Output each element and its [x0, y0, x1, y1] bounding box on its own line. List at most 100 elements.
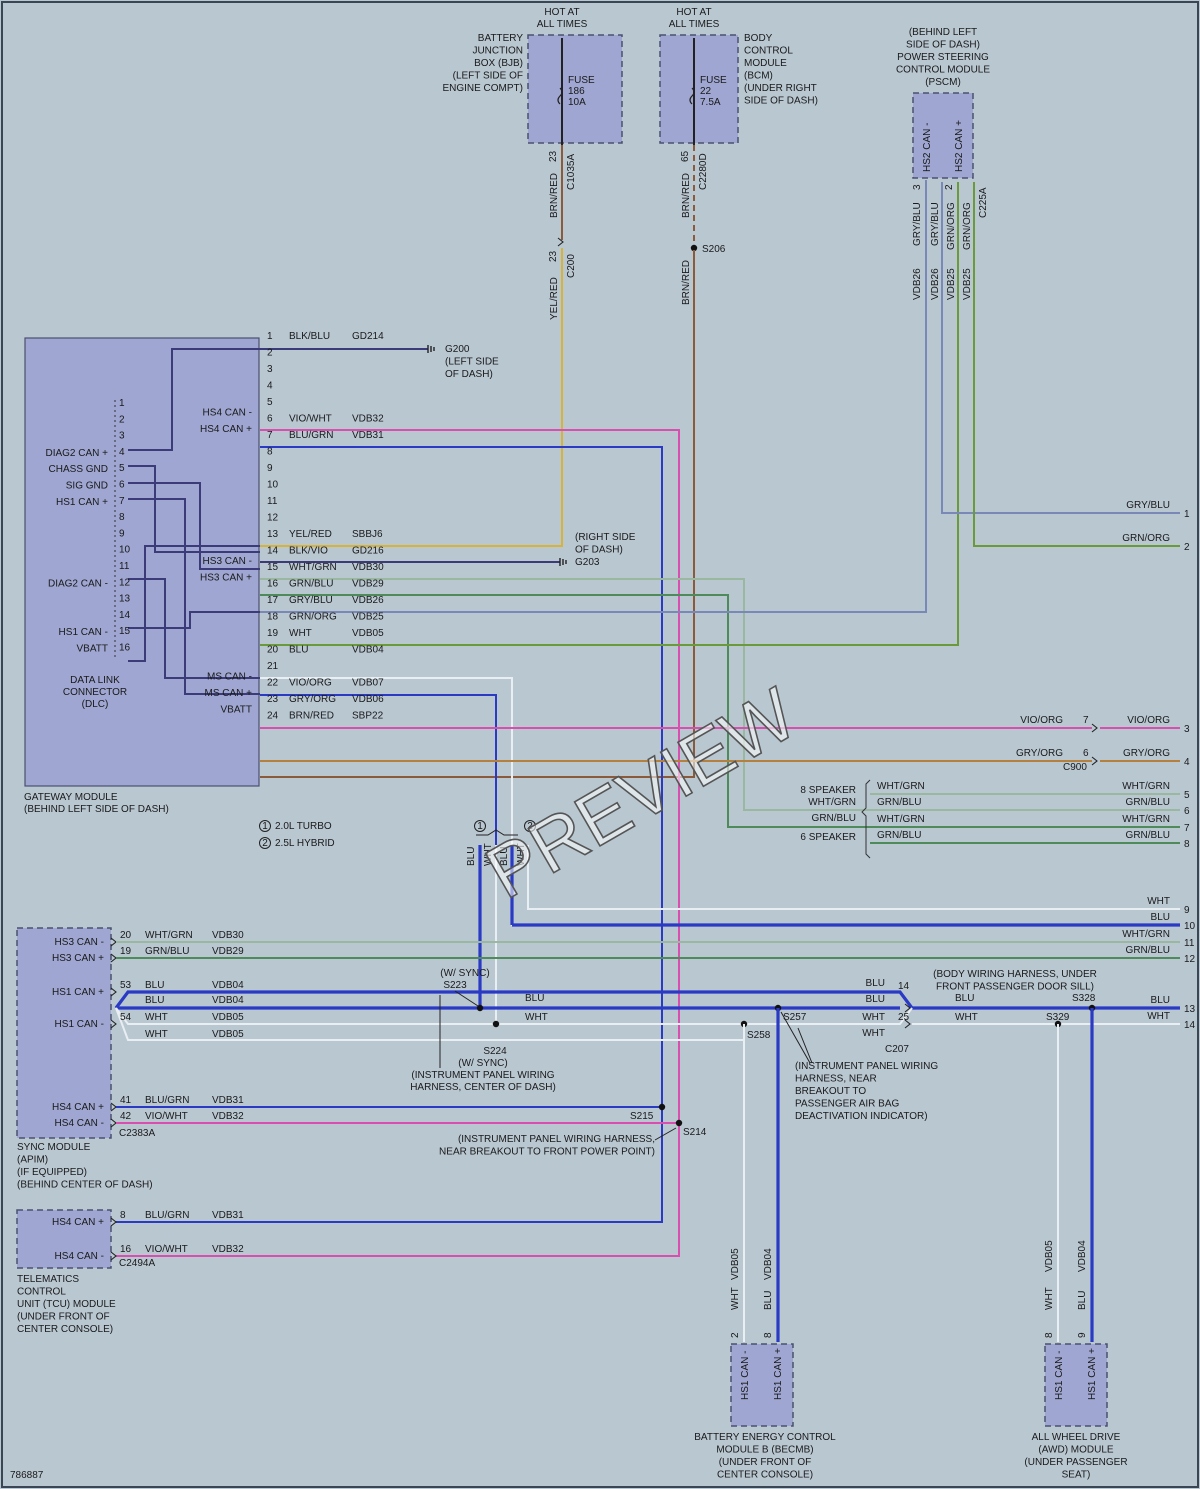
s223-label: S223	[443, 980, 467, 991]
right-edge-row-num: 11	[1184, 938, 1195, 949]
bcm-conn: C2280D	[698, 153, 709, 190]
bjb-fuse-icon	[557, 87, 563, 105]
sync-pin-chevron	[110, 987, 117, 997]
gateway-pin-num: 12	[267, 513, 279, 524]
gateway-wire-circuit: VDB25	[352, 612, 384, 623]
gateway-pin-num: 1	[267, 331, 273, 342]
tcu-conn: C2494A	[119, 1258, 155, 1269]
s224-dot	[492, 1020, 500, 1028]
bjb-fuse-label: 10A	[568, 97, 586, 108]
pscm-label: CONTROL MODULE	[896, 65, 990, 76]
right-edge-row-num: 9	[1184, 905, 1190, 916]
becmb-module	[730, 1343, 794, 1427]
gateway-pin-name: MS CAN +	[204, 688, 252, 699]
becmb-pin-num: 2	[730, 1332, 741, 1338]
bcm-label: BODY	[744, 33, 773, 44]
gateway-wire-circuit: VDB29	[352, 579, 384, 590]
right-edge-wire-color: BLU	[1151, 995, 1170, 1006]
bcm-label: (BCM)	[744, 71, 773, 82]
bjb-fuse-label: 186	[568, 86, 585, 97]
c900-chevron	[1091, 756, 1098, 766]
option-wire-label: WHT	[483, 843, 494, 866]
s215-dot	[658, 1103, 666, 1111]
c207-wire-label: WHT	[862, 1028, 885, 1039]
pscm-wire-circuit: VDB25	[962, 268, 973, 300]
wire-pscm-grnorg	[973, 182, 1180, 547]
right-edge-wire-color: WHT/GRN	[1122, 929, 1170, 940]
sync-wire-circuit: VDB04	[212, 980, 244, 991]
gateway-wire-circuit: SBBJ6	[352, 529, 383, 540]
dlc-pin-num: 10	[119, 545, 131, 556]
gateway-pin-num: 23	[267, 694, 279, 705]
tcu-pin-num: 16	[120, 1244, 132, 1255]
c207-wire-label: BLU	[866, 994, 885, 1005]
wire-sync-vdb05	[115, 1007, 744, 1041]
sync-conn: C2383A	[119, 1128, 155, 1139]
gateway-wire-color: GRN/BLU	[289, 579, 333, 590]
gateway-pin-num: 9	[267, 463, 273, 474]
sync-pin-num: 41	[120, 1095, 132, 1106]
bcm-fuse-label: FUSE	[700, 75, 727, 86]
bcm-label: CONTROL	[744, 46, 793, 57]
g200-ground-icon	[427, 345, 435, 353]
gateway-pin-num: 6	[267, 414, 273, 425]
dlc-internal-jumper	[128, 611, 260, 629]
tcu-pin-name: HS4 CAN +	[52, 1217, 104, 1228]
gateway-pin-name: VBATT	[221, 705, 252, 716]
g200-label: OF DASH)	[445, 369, 493, 380]
dlc-pin-num: 12	[119, 577, 131, 588]
s257-leader	[780, 1011, 813, 1064]
gateway-pin-num: 2	[267, 348, 273, 359]
c900-chevron	[1091, 723, 1098, 733]
wire-vdb26-grayblu	[260, 180, 927, 613]
c207-label: C207	[885, 1044, 909, 1055]
right-edge-wire-color: GRN/BLU	[1126, 945, 1170, 956]
sync-wire-circuit: VDB32	[212, 1111, 244, 1122]
pscm-label: SIDE OF DASH)	[906, 40, 980, 51]
gateway-wire-circuit: VDB07	[352, 678, 384, 689]
dlc-pin-num: 13	[119, 594, 131, 605]
s223-leader	[454, 990, 479, 1007]
g203-ground-icon	[559, 558, 567, 566]
pscm-label: POWER STEERING	[897, 52, 989, 63]
dlc-pin-num: 7	[119, 496, 125, 507]
s214-note: NEAR BREAKOUT TO FRONT POWER POINT)	[439, 1147, 655, 1158]
sync-wire-color: WHT	[145, 1012, 168, 1023]
bcm-module	[659, 34, 739, 144]
dlc-internal-jumper	[128, 482, 260, 570]
dlc-pin-num: 4	[119, 447, 125, 458]
gateway-wire-color: WHT/GRN	[289, 562, 337, 573]
bjb-hot-label: HOT AT	[544, 7, 579, 18]
gateway-pin-num: 21	[267, 661, 279, 672]
right-edge-row-num: 4	[1184, 757, 1190, 768]
bcm-label: SIDE OF DASH)	[744, 96, 818, 107]
becmb-wire: WHT	[730, 1287, 741, 1310]
s257-note: HARNESS, NEAR	[795, 1074, 877, 1085]
speaker-wire-color: WHT/GRN	[877, 781, 925, 792]
body-wire-label: WHT	[955, 1012, 978, 1023]
right-edge-row-num: 1	[1184, 509, 1190, 520]
dlc-pin-num: 14	[119, 610, 131, 621]
sync-label: SYNC MODULE	[17, 1142, 91, 1153]
sync-pin-name: HS1 CAN -	[55, 1019, 104, 1030]
bcm-fuse-label: 7.5A	[700, 97, 721, 108]
sync-pin-name: HS4 CAN +	[52, 1102, 104, 1113]
bcm-fuse-label: 22	[700, 86, 712, 97]
c200-chevron	[557, 237, 564, 247]
pscm-module	[912, 92, 974, 179]
sync-extra-color: BLU	[145, 995, 164, 1006]
s257-note: BREAKOUT TO	[795, 1086, 866, 1097]
right-edge-row-num: 2	[1184, 542, 1190, 553]
c900-left-color: VIO/ORG	[1020, 715, 1063, 726]
awd-module	[1044, 1343, 1108, 1427]
gateway-pin-num: 20	[267, 645, 279, 656]
gateway-pin-num: 17	[267, 595, 279, 606]
sync-wire-circuit: VDB31	[212, 1095, 244, 1106]
wire-sbp22-brnred	[260, 250, 695, 778]
dlc-pin-name: DIAG2 CAN -	[48, 578, 108, 589]
tcu-wire-color: VIO/WHT	[145, 1244, 188, 1255]
wire-vdb31-blugrn	[116, 446, 663, 1223]
